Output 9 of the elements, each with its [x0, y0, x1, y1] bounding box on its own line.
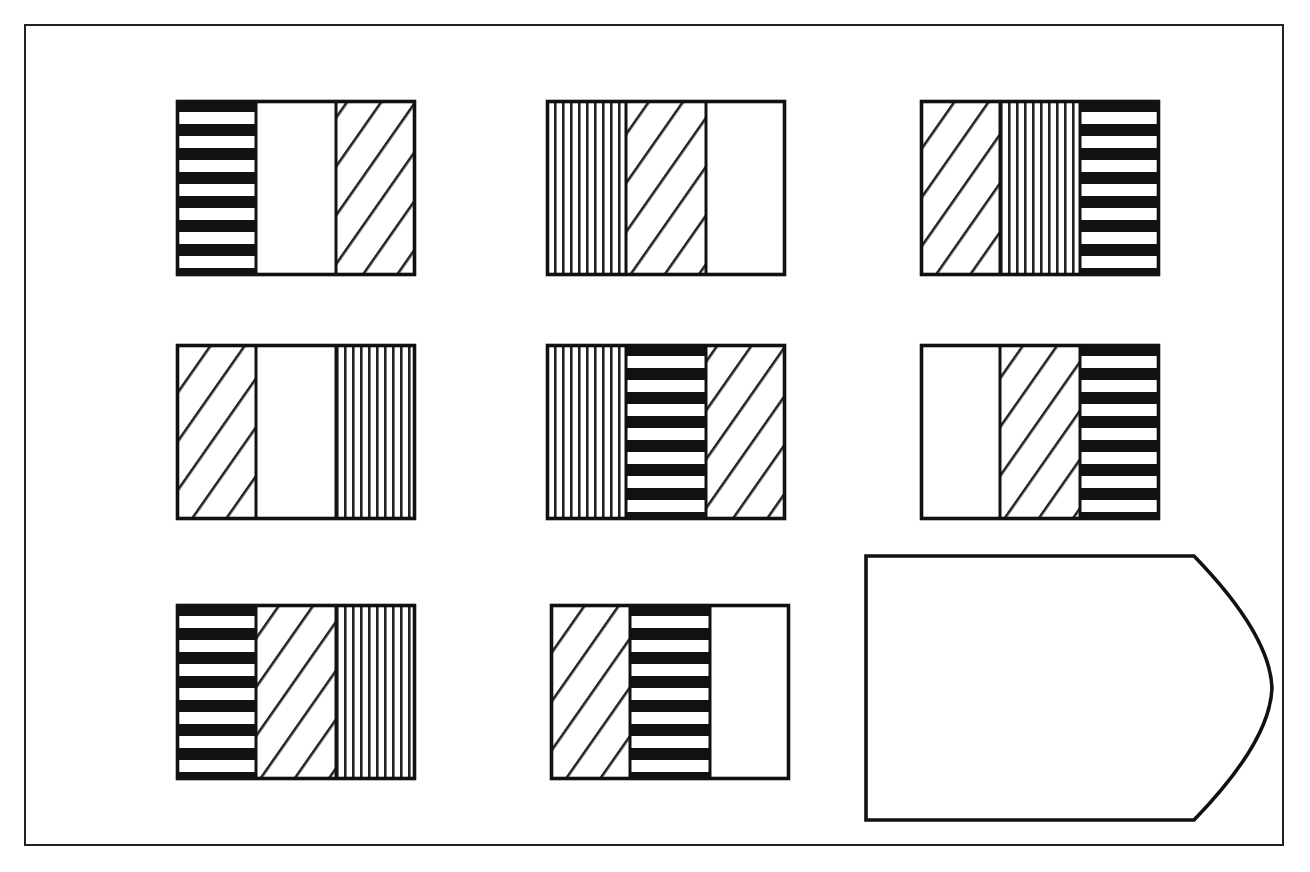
- pattern-panel: [176, 100, 416, 276]
- pattern-panel: [920, 100, 1160, 276]
- pattern-panel: [920, 344, 1160, 520]
- pattern-panel: [546, 100, 786, 276]
- pattern-panel: [546, 344, 786, 520]
- answer-shape: [864, 554, 1274, 822]
- pattern-panel: [176, 344, 416, 520]
- pattern-panel: [550, 604, 790, 780]
- pattern-panel: [176, 604, 416, 780]
